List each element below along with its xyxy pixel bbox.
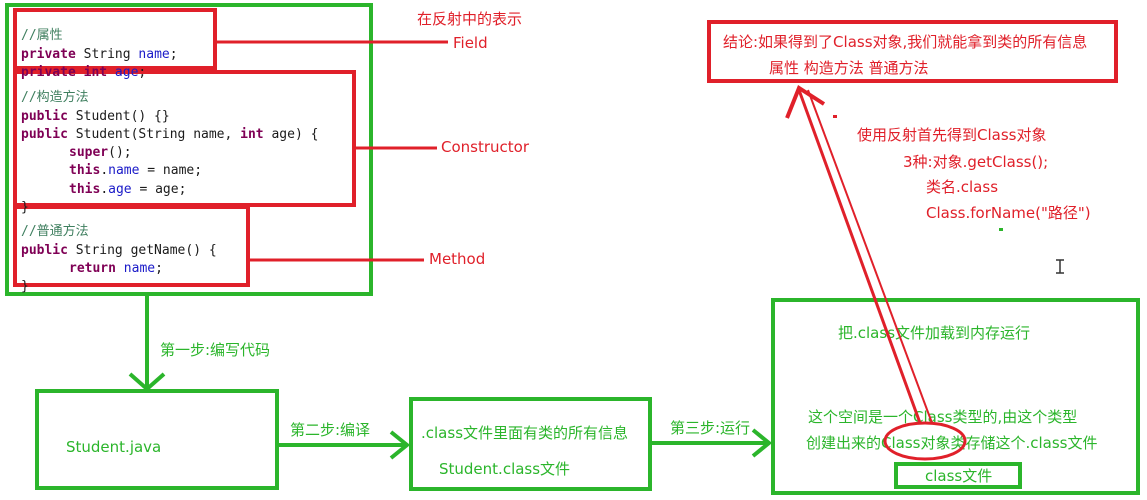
class-file-box (894, 462, 1022, 489)
step3-arrow (652, 428, 773, 458)
step2-label: 第二步:编译 (290, 421, 371, 439)
ctor-default: Student() {} (67, 108, 170, 124)
class-object-highlight (883, 421, 967, 461)
usage-line-1: 使用反射首先得到Class对象 (857, 126, 1047, 144)
step1-arrow (128, 296, 166, 392)
semicolon: ; (138, 64, 147, 80)
memory-box (771, 298, 1140, 495)
text-cursor-icon (1056, 259, 1064, 274)
ctor-line-3: super(); (21, 144, 318, 162)
field-age: age (114, 64, 139, 80)
conclusion-box (707, 20, 1118, 83)
method-comment: //普通方法 (21, 224, 89, 240)
kw-this: this (69, 181, 101, 197)
class-info-label: .class文件里面有类的所有信息 (421, 424, 629, 442)
green-dot (999, 228, 1003, 231)
field-box (13, 8, 217, 70)
constructor-label: Constructor (441, 138, 530, 156)
kw-this: this (69, 163, 101, 179)
ctor-close: } (21, 200, 29, 216)
assign-name: = name; (139, 163, 203, 179)
student-java-label: Student.java (66, 438, 162, 456)
type-string: String (75, 46, 139, 62)
ctor-line-5: this.age = age; (21, 181, 318, 199)
method-close: } (21, 279, 29, 295)
field-name: name (138, 46, 170, 62)
red-dot (833, 115, 837, 118)
constructor-comment: //构造方法 (21, 90, 89, 106)
class-file-info-box (409, 397, 652, 491)
method-line-2: return name; (21, 260, 217, 278)
student-java-box (35, 389, 279, 490)
super-call: (); (108, 145, 132, 161)
usage-line-4: Class.forName("路径") (926, 204, 1091, 222)
field-label: Field (453, 34, 488, 52)
kw-private-int: private int (21, 64, 108, 80)
ctor-params-end: age) { (263, 126, 319, 142)
kw-public: public (21, 126, 68, 142)
field-comment: //属性 (21, 28, 63, 44)
this-name: name (108, 163, 140, 179)
step2-arrow (279, 430, 411, 460)
field-line-name: private String name; (21, 46, 178, 64)
kw-public: public (21, 108, 68, 124)
class-file-label: class文件 (925, 467, 993, 485)
ctor-params: Student(String name, (67, 126, 241, 142)
method-box (13, 205, 250, 287)
reflection-title: 在反射中的表示 (417, 10, 523, 28)
conclusion-line-2: 属性 构造方法 普通方法 (769, 59, 929, 77)
kw-return: return (69, 260, 116, 276)
step1-label: 第一步:编写代码 (160, 341, 271, 359)
usage-line-3: 类名.class (926, 178, 999, 196)
ctor-line-2: public Student(String name, int age) { (21, 126, 318, 144)
dot: . (100, 181, 109, 197)
dot: . (100, 163, 109, 179)
method-signature: String getName() { (67, 242, 217, 258)
kw-public: public (21, 242, 68, 258)
return-name: name (123, 260, 156, 276)
space-line-2: 创建出来的Class对象类存储这个.class文件 (806, 434, 1098, 452)
this-age: age (108, 181, 132, 197)
method-label: Method (429, 250, 486, 268)
reflection-arrow (785, 85, 933, 424)
method-line-1: public String getName() { (21, 242, 217, 260)
semicolon: ; (155, 260, 163, 276)
space-line-1: 这个空间是一个Class类型的,由这个类型 (808, 408, 1078, 426)
student-class-label: Student.class文件 (439, 460, 571, 478)
ctor-line-4: this.name = name; (21, 162, 318, 180)
assign-age: = age; (131, 181, 187, 197)
conclusion-line-1: 结论:如果得到了Class对象,我们就能拿到类的所有信息 (723, 33, 1088, 51)
kw-int: int (240, 126, 264, 142)
step3-label: 第三步:运行 (670, 419, 751, 437)
semicolon: ; (169, 46, 178, 62)
field-line-age: private int age; (21, 64, 178, 82)
kw-super: super (69, 145, 109, 161)
usage-line-2: 3种:对象.getClass(); (903, 153, 1049, 171)
ctor-line-1: public Student() {} (21, 108, 318, 126)
kw-private: private (21, 46, 76, 62)
